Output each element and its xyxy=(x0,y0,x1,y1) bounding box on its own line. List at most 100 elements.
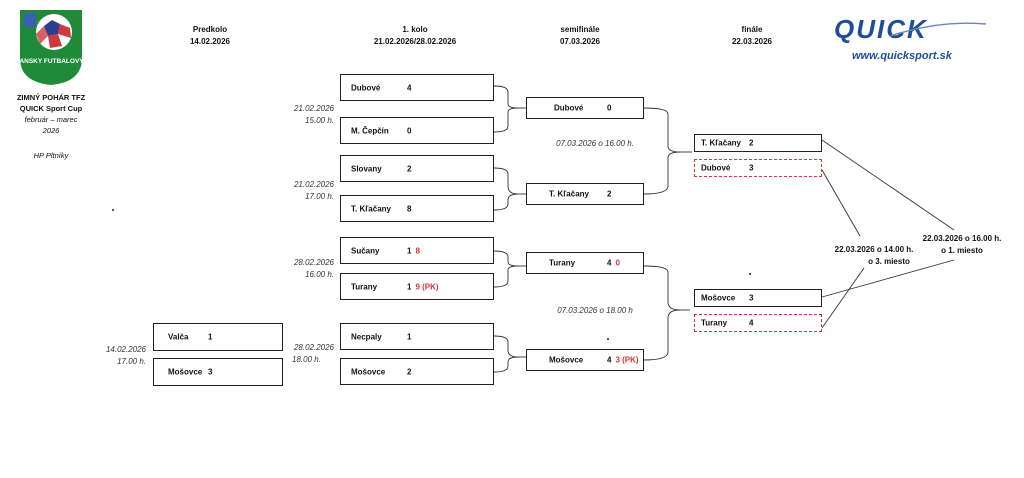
r1-m1-home[interactable]: Dubové 4 xyxy=(340,74,494,101)
team-score: 2 xyxy=(749,138,754,148)
team-name: T. Kľačany xyxy=(351,204,391,213)
round-date: 07.03.2026 xyxy=(559,37,601,46)
round-date: 22.03.2026 xyxy=(731,37,773,46)
round-header-semifinale: semifinále 07.03.2026 xyxy=(540,24,620,48)
predkolo-away[interactable]: Mošovce 3 xyxy=(153,358,283,386)
team-name: Slovany xyxy=(351,164,382,173)
team-name: Dubové xyxy=(554,103,584,113)
team-name: Necpaly xyxy=(351,332,382,341)
team-score: 2 xyxy=(407,164,412,173)
predkolo-home[interactable]: Valča 1 xyxy=(153,323,283,351)
sf2-when: 07.03.2026 o 18.00 h xyxy=(557,306,633,315)
match-time: 18.00 h. xyxy=(292,355,321,364)
team-name: Turany xyxy=(351,282,378,291)
team-score: 3 xyxy=(749,163,754,173)
match-date: 14.02.2026 xyxy=(105,345,146,354)
r1-m2-when: 21.02.2026 17.00 h. xyxy=(276,179,334,203)
round-header-predkolo: Predkolo 14.02.2026 xyxy=(170,24,250,48)
team-score: 4 xyxy=(407,83,412,92)
first-place-match: 22.03.2026 o 16.00 h. o 1. miesto xyxy=(912,233,1012,257)
round-header-finale: finále 22.03.2026 xyxy=(712,24,792,48)
r1-m1-when: 21.02.2026 15.00 h. xyxy=(276,103,334,127)
r1-m4-when: 28.02.2026 18.00 h. xyxy=(276,342,334,366)
regular-score: 4 xyxy=(607,258,612,268)
round-name: finále xyxy=(741,25,763,34)
final-upper-loser[interactable]: Dubové 3 xyxy=(694,159,822,177)
penalty-score: 3 (PK) xyxy=(615,355,639,365)
team-name: Dubové xyxy=(701,163,731,173)
stray-dot xyxy=(749,273,751,275)
round-header-1-kolo: 1. kolo 21.02.2026/28.02.2026 xyxy=(350,24,480,48)
match-date: 28.02.2026 xyxy=(293,343,334,352)
connector-r1-m1 xyxy=(493,85,519,133)
team-name: Mošovce xyxy=(701,293,736,303)
connector-sf-1 xyxy=(643,107,681,195)
regular-score: 4 xyxy=(607,355,612,365)
team-score: 3 xyxy=(208,367,213,377)
sponsor-url[interactable]: www.quicksport.sk xyxy=(852,50,952,62)
sf1-home[interactable]: Dubové 0 xyxy=(526,97,644,119)
team-score: 1 xyxy=(208,332,213,342)
svg-text:QUICK: QUICK xyxy=(834,14,928,44)
round-date: 14.02.2026 xyxy=(189,37,231,46)
cup-title-1: ZIMNÝ POHÁR TFZ xyxy=(16,93,86,102)
team-name: Turany xyxy=(701,318,728,328)
team-name: Turany xyxy=(549,258,576,268)
connector-final-3rd-upper xyxy=(821,169,861,237)
final-upper-winner[interactable]: T. Kľačany 2 xyxy=(694,134,822,152)
round-name: Predkolo xyxy=(192,25,228,34)
round-date: 21.02.2026/28.02.2026 xyxy=(373,37,457,46)
team-score: 2 xyxy=(607,189,612,199)
predkolo-when: 14.02.2026 17.00 h. xyxy=(88,344,146,368)
team-name: Mošovce xyxy=(351,367,386,376)
connector-r1-m4 xyxy=(493,335,519,373)
team-score: 3 xyxy=(749,293,754,303)
r1-m3-when: 28.02.2026 16.00 h. xyxy=(276,257,334,281)
team-name: T. Kľačany xyxy=(701,138,741,148)
team-score: 2 xyxy=(407,367,412,376)
first-place-label: o 1. miesto xyxy=(941,246,983,255)
connector-final-3rd-lower xyxy=(821,267,865,329)
final-lower-loser[interactable]: Turany 4 xyxy=(694,314,822,332)
r1-m1-away[interactable]: M. Čepčín 0 xyxy=(340,117,494,144)
match-time: 17.00 h. xyxy=(117,357,146,366)
stray-dot xyxy=(112,209,114,211)
penalty-score: 9 (PK) xyxy=(415,282,439,291)
connector-final-1st-lower xyxy=(821,259,955,298)
final-lower-winner[interactable]: Mošovce 3 xyxy=(694,289,822,307)
cup-venue: HP Pltníky xyxy=(33,151,69,160)
connector-final-1st-upper xyxy=(821,139,955,231)
match-date: 21.02.2026 xyxy=(293,104,334,113)
r1-m2-away[interactable]: T. Kľačany 8 xyxy=(340,195,494,222)
regular-score: 1 xyxy=(407,246,412,255)
team-name: Mošovce xyxy=(549,355,584,365)
quicksport-logo: QUICK xyxy=(830,14,990,44)
third-place-match: 22.03.2026 o 14.00 h. o 3. miesto xyxy=(824,244,924,268)
team-name: Dubové xyxy=(351,83,381,92)
match-date: 21.02.2026 xyxy=(293,180,334,189)
connector-r1-m2 xyxy=(493,167,519,211)
r1-m2-home[interactable]: Slovany 2 xyxy=(340,155,494,182)
first-place-when: 22.03.2026 o 16.00 h. xyxy=(922,234,1002,243)
connector-r1-m3 xyxy=(493,250,519,288)
round-name: 1. kolo xyxy=(402,25,428,34)
team-name: T. Kľačany xyxy=(549,189,589,199)
match-time: 17.00 h. xyxy=(305,192,334,201)
third-place-when: 22.03.2026 o 14.00 h. xyxy=(834,245,914,254)
match-time: 15.00 h. xyxy=(305,116,334,125)
sf1-away[interactable]: T. Kľačany 2 xyxy=(526,183,644,205)
logo-text: TURČIANSKY FUTBALOVÝ ZVÄZ xyxy=(18,56,84,65)
team-name: M. Čepčín xyxy=(351,126,389,135)
r1-m4-home[interactable]: Necpaly 1 xyxy=(340,323,494,350)
cup-title-2: QUICK Sport Cup xyxy=(19,104,83,113)
cup-year: 2026 xyxy=(42,126,60,135)
r1-m4-away[interactable]: Mošovce 2 xyxy=(340,358,494,385)
